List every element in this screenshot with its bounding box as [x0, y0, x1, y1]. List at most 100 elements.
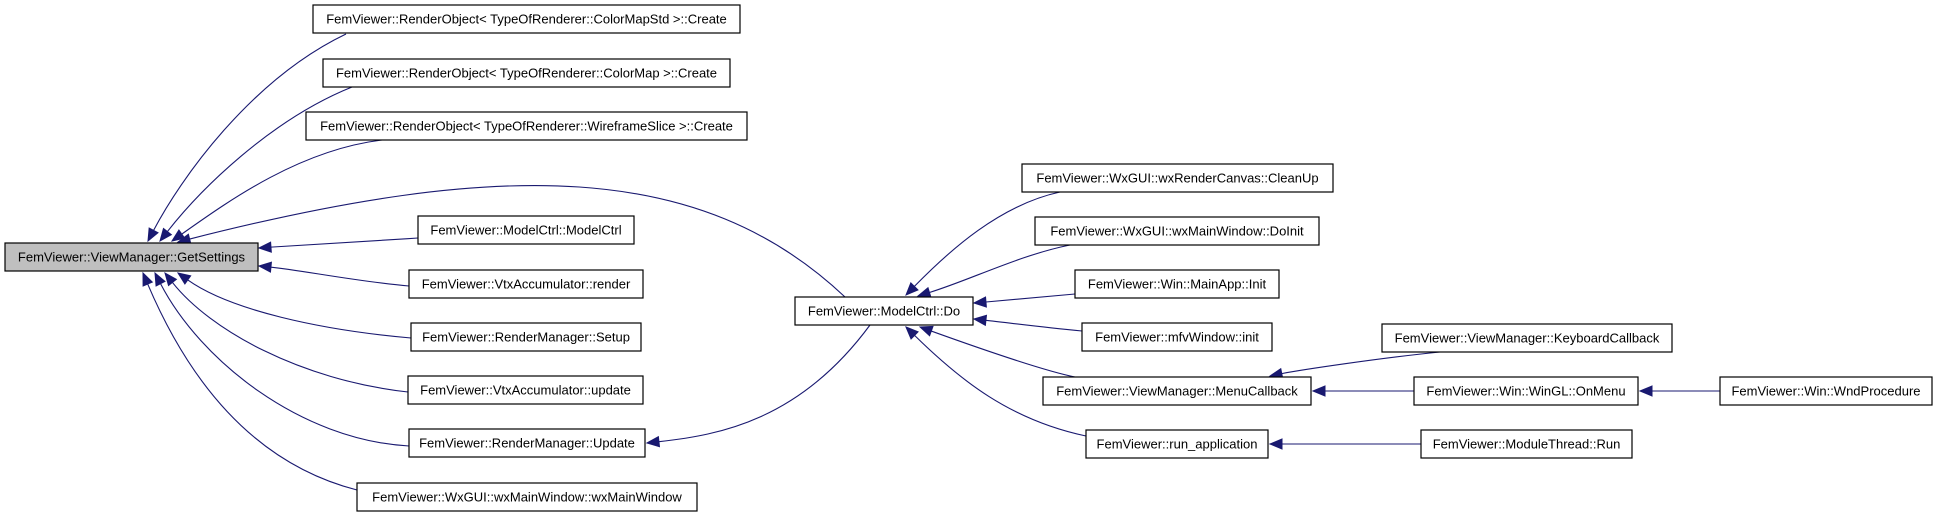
node-box[interactable] [1034, 216, 1320, 246]
arrowhead-icon [170, 229, 186, 242]
node-box[interactable] [322, 58, 731, 88]
node-box[interactable] [794, 296, 974, 326]
node-label: FemViewer::VtxAccumulator::update [420, 382, 631, 397]
edge-line [166, 86, 353, 232]
arrowhead-icon [905, 326, 919, 340]
edges-layer [142, 33, 1720, 491]
edge-menucallback-to-modelctrl_do [918, 325, 1076, 378]
arrowhead-icon [905, 282, 919, 296]
node-box[interactable] [1085, 429, 1269, 459]
graph-node[interactable]: FemViewer::Win::MainApp::Init [1074, 269, 1280, 299]
graph-node[interactable]: FemViewer::RenderManager::Update [408, 428, 646, 458]
graph-node[interactable]: FemViewer::WxGUI::wxMainWindow::wxMainWi… [356, 482, 698, 512]
edge-ro_colormap-to-getsettings [159, 86, 353, 243]
node-box[interactable] [408, 269, 644, 299]
node-box[interactable] [408, 428, 646, 458]
edge-line [914, 335, 1087, 437]
node-box[interactable] [1081, 322, 1273, 352]
arrowhead-icon [1268, 438, 1283, 450]
arrowhead-icon [142, 271, 154, 287]
edge-modelctrl_do-to-rm_update [645, 324, 871, 448]
edge-wxmainwindow_ctor-to-getsettings [142, 271, 358, 491]
edge-rm_setup-to-getsettings [176, 272, 412, 339]
graph-node[interactable]: FemViewer::ViewManager::KeyboardCallback [1381, 323, 1673, 353]
node-label: FemViewer::ModuleThread::Run [1433, 436, 1621, 451]
node-label: FemViewer::ViewManager::GetSettings [18, 249, 246, 264]
node-label: FemViewer::ViewManager::KeyboardCallback [1395, 330, 1660, 345]
node-label: FemViewer::VtxAccumulator::render [422, 276, 631, 291]
node-label: FemViewer::WxGUI::wxMainWindow::DoInit [1050, 223, 1304, 238]
graph-node[interactable]: FemViewer::WxGUI::wxMainWindow::DoInit [1034, 216, 1320, 246]
edge-mainapp_init-to-modelctrl_do [972, 293, 1076, 308]
node-box[interactable] [312, 4, 741, 34]
arrowhead-icon [916, 286, 932, 298]
node-label: FemViewer::RenderObject< TypeOfRenderer:… [320, 118, 733, 133]
node-box[interactable] [417, 215, 635, 245]
edge-line [153, 33, 347, 231]
edge-line [985, 293, 1076, 303]
root-node[interactable]: FemViewer::ViewManager::GetSettings [4, 242, 259, 272]
edge-rm_update-to-getsettings [154, 271, 410, 447]
edge-line [172, 282, 409, 393]
node-label: FemViewer::mfvWindow::init [1095, 329, 1259, 344]
graph-node[interactable]: FemViewer::Win::WinGL::OnMenu [1413, 376, 1639, 406]
node-label: FemViewer::Win::WndProcedure [1731, 383, 1920, 398]
node-label: FemViewer::RenderObject< TypeOfRenderer:… [336, 65, 717, 80]
graph-node[interactable]: FemViewer::ModelCtrl::ModelCtrl [417, 215, 635, 245]
node-box[interactable] [1719, 376, 1933, 406]
graph-node[interactable]: FemViewer::RenderManager::Setup [410, 322, 642, 352]
edge-modelctrl_do-to-getsettings [176, 185, 846, 298]
graph-node[interactable]: FemViewer::WxGUI::wxRenderCanvas::CleanU… [1021, 163, 1334, 193]
node-label: FemViewer::ModelCtrl::Do [808, 303, 960, 318]
edge-run_application-to-modelctrl_do [905, 326, 1087, 437]
graph-node[interactable]: FemViewer::VtxAccumulator::render [408, 269, 644, 299]
edge-line [913, 191, 1061, 287]
node-box[interactable] [356, 482, 698, 512]
graph-node[interactable]: FemViewer::RenderObject< TypeOfRenderer:… [305, 111, 748, 141]
node-box[interactable] [407, 375, 644, 405]
edge-line [658, 324, 871, 443]
arrowhead-icon [972, 314, 988, 327]
graph-node[interactable]: FemViewer::ModelCtrl::Do [794, 296, 974, 326]
graph-node[interactable]: FemViewer::ModuleThread::Run [1420, 429, 1633, 459]
graph-node[interactable]: FemViewer::Win::WndProcedure [1719, 376, 1933, 406]
edge-doinit-to-modelctrl_do [916, 244, 1071, 298]
node-box[interactable] [1042, 376, 1312, 406]
node-label: FemViewer::ViewManager::MenuCallback [1056, 383, 1298, 398]
node-box[interactable] [1074, 269, 1280, 299]
edge-wndprocedure-to-onmenu [1638, 385, 1720, 397]
node-box[interactable] [1021, 163, 1334, 193]
node-box[interactable] [1381, 323, 1673, 353]
graph-node[interactable]: FemViewer::mfvWindow::init [1081, 322, 1273, 352]
arrowhead-icon [164, 271, 178, 287]
edge-line [929, 244, 1071, 293]
edge-line [147, 283, 358, 491]
edge-vtx_update-to-getsettings [164, 271, 409, 393]
node-label: FemViewer::RenderManager::Update [419, 435, 635, 450]
graph-node[interactable]: FemViewer::ViewManager::MenuCallback [1042, 376, 1312, 406]
node-label: FemViewer::WxGUI::wxRenderCanvas::CleanU… [1036, 170, 1318, 185]
node-label: FemViewer::run_application [1097, 436, 1258, 451]
edge-line [931, 330, 1076, 378]
node-box[interactable] [4, 242, 259, 272]
edge-line [181, 139, 383, 235]
graph-node[interactable]: FemViewer::VtxAccumulator::update [407, 375, 644, 405]
edge-ro_colormapstd-to-getsettings [147, 33, 347, 243]
graph-node[interactable]: FemViewer::RenderObject< TypeOfRenderer:… [322, 58, 731, 88]
arrowhead-icon [1638, 385, 1653, 397]
node-box[interactable] [305, 111, 748, 141]
arrowhead-icon [176, 272, 192, 285]
edge-line [160, 283, 410, 447]
node-box[interactable] [1420, 429, 1633, 459]
edge-ro_wireframe-to-getsettings [170, 139, 383, 242]
edge-mfv_init-to-modelctrl_do [972, 314, 1083, 332]
edge-onmenu-to-menucallback [1311, 385, 1414, 397]
node-box[interactable] [1413, 376, 1639, 406]
node-box[interactable] [410, 322, 642, 352]
arrowhead-icon [645, 435, 661, 448]
edge-line [1281, 351, 1441, 375]
graph-node[interactable]: FemViewer::run_application [1085, 429, 1269, 459]
graph-node[interactable]: FemViewer::RenderObject< TypeOfRenderer:… [312, 4, 741, 34]
edge-vtx_render-to-getsettings [257, 261, 410, 287]
edge-line [985, 319, 1083, 332]
